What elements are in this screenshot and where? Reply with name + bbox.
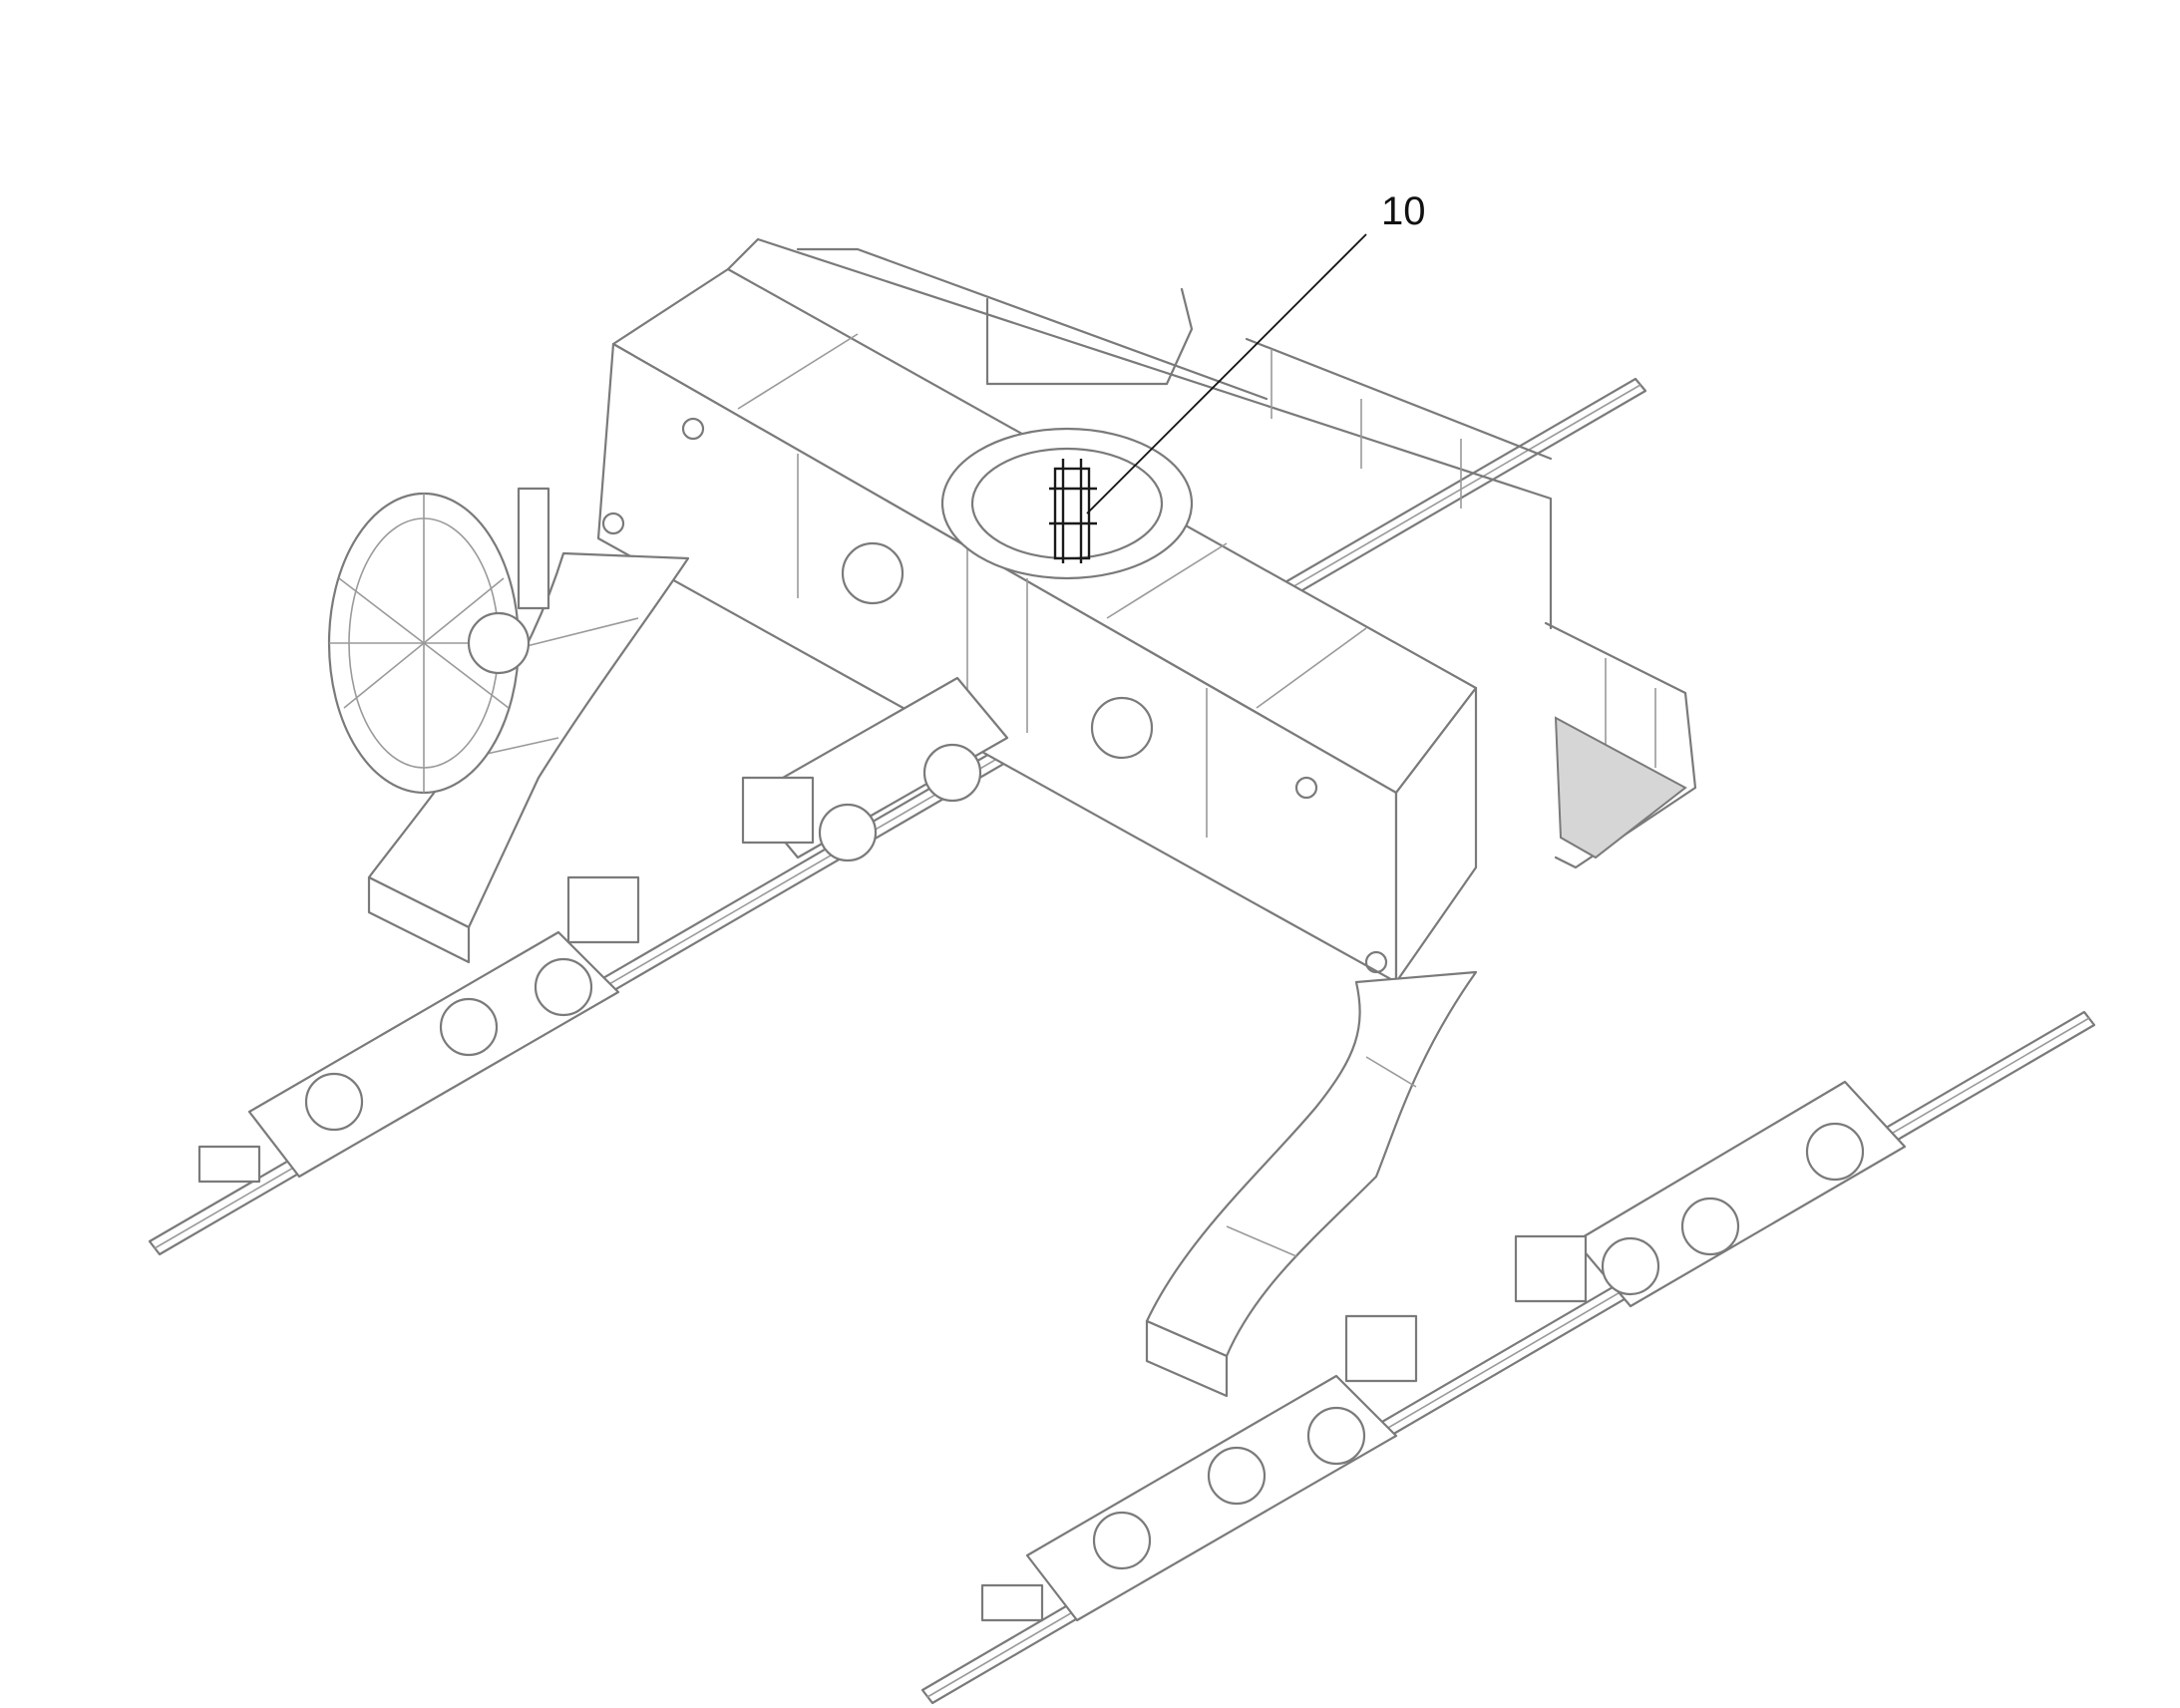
cable-reel: [327, 487, 550, 795]
bogie-right-rear: [1514, 1080, 1907, 1308]
grating-floor: [1554, 716, 1687, 859]
walkway-railing: [726, 237, 1697, 869]
main-girder: [596, 267, 1478, 984]
bogie-right-front: [980, 1314, 1418, 1622]
leg-right: [1145, 970, 1478, 1398]
bogie-left-front: [197, 875, 640, 1184]
slewing-ring: [940, 427, 1194, 580]
reference-label-10: 10: [1381, 189, 1426, 233]
component-10: [1049, 459, 1097, 563]
leader-line: [1086, 233, 1367, 514]
bogie-left-rear: [741, 676, 1009, 862]
